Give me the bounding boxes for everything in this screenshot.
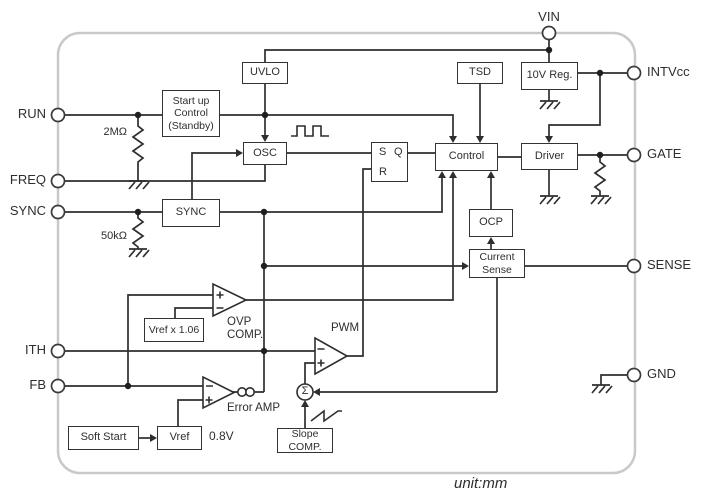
pin-run-circle bbox=[50, 107, 66, 123]
latch-r-label: R bbox=[379, 166, 387, 178]
pin-freq-label: FREQ bbox=[9, 172, 46, 187]
pin-sync-circle bbox=[50, 204, 66, 220]
ground-symbol-run bbox=[128, 180, 150, 190]
pin-gate-label: GATE bbox=[647, 146, 682, 161]
sawtooth-waveform-icon bbox=[310, 409, 342, 423]
pin-freq-circle bbox=[50, 173, 66, 189]
ground-symbol-sync bbox=[128, 248, 150, 258]
unit-note: unit:mm bbox=[454, 475, 508, 492]
gate-pulldown-resistor-symbol bbox=[593, 155, 607, 196]
vref-value-label: 0.8V bbox=[209, 429, 234, 443]
pin-circles bbox=[50, 25, 642, 394]
block-uvlo: UVLO bbox=[242, 62, 288, 84]
error-amp-label: Error AMP bbox=[227, 402, 281, 414]
junction-dots bbox=[124, 46, 604, 390]
pin-sense-label: SENSE bbox=[647, 257, 692, 272]
block-sync: SYNC bbox=[162, 199, 220, 227]
ovp-comp-label: OVP COMP. bbox=[227, 316, 264, 342]
pin-run-label: RUN bbox=[17, 106, 46, 121]
block-control: Control bbox=[435, 143, 498, 171]
latch-q-label: Q bbox=[394, 146, 403, 158]
block-tsd: TSD bbox=[457, 62, 503, 84]
pin-ith-label: ITH bbox=[25, 342, 46, 357]
pin-vin-circle bbox=[541, 25, 557, 41]
pin-fb-label: FB bbox=[29, 377, 46, 392]
latch-s-label: S bbox=[379, 146, 387, 158]
error-amp-symbol bbox=[202, 375, 256, 410]
block-sr-latch: S Q R bbox=[371, 142, 408, 182]
block-startup-control: Start up Control (Standby) bbox=[162, 90, 220, 137]
pin-ith-circle bbox=[50, 343, 66, 359]
wire-lines bbox=[65, 40, 628, 439]
pin-gnd-label: GND bbox=[647, 366, 676, 381]
block-vref-x106: Vref x 1.06 bbox=[144, 318, 204, 342]
block-10v-reg: 10V Reg. bbox=[521, 62, 578, 90]
block-current-sense: Current Sense bbox=[469, 249, 525, 278]
pin-gate-circle bbox=[626, 147, 642, 163]
pin-intvcc-circle bbox=[626, 65, 642, 81]
block-soft-start: Soft Start bbox=[68, 426, 139, 450]
ground-symbol-driver bbox=[539, 195, 561, 205]
pin-gnd-circle bbox=[626, 367, 642, 383]
resistor-50kohm-symbol bbox=[131, 212, 145, 249]
pin-intvcc-label: INTVcc bbox=[647, 64, 690, 79]
block-driver: Driver bbox=[521, 143, 578, 170]
summing-node-symbol bbox=[296, 383, 314, 401]
block-vref: Vref bbox=[157, 426, 202, 450]
clock-waveform-icon bbox=[291, 125, 329, 137]
pin-vin-label: VIN bbox=[538, 9, 560, 24]
resistor-2mohm-symbol bbox=[131, 115, 145, 181]
sync-resistor-label: 50kΩ bbox=[101, 230, 127, 242]
pwm-comparator-symbol bbox=[314, 336, 349, 376]
pwm-label: PWM bbox=[330, 322, 360, 334]
block-ocp: OCP bbox=[469, 209, 513, 237]
ground-symbol-10vreg bbox=[539, 100, 561, 110]
ic-outline bbox=[56, 31, 637, 475]
run-resistor-label: 2MΩ bbox=[103, 126, 127, 138]
ground-symbol-gate bbox=[590, 195, 612, 205]
ovp-comparator-symbol bbox=[212, 282, 248, 318]
pin-sync-label: SYNC bbox=[9, 203, 46, 218]
pin-sense-circle bbox=[626, 258, 642, 274]
pin-fb-circle bbox=[50, 378, 66, 394]
block-slope-comp: Slope COMP. bbox=[277, 428, 333, 453]
ground-symbol-gnd-pin bbox=[591, 384, 613, 394]
block-osc: OSC bbox=[243, 142, 287, 165]
sigma-label: Σ bbox=[301, 385, 309, 397]
